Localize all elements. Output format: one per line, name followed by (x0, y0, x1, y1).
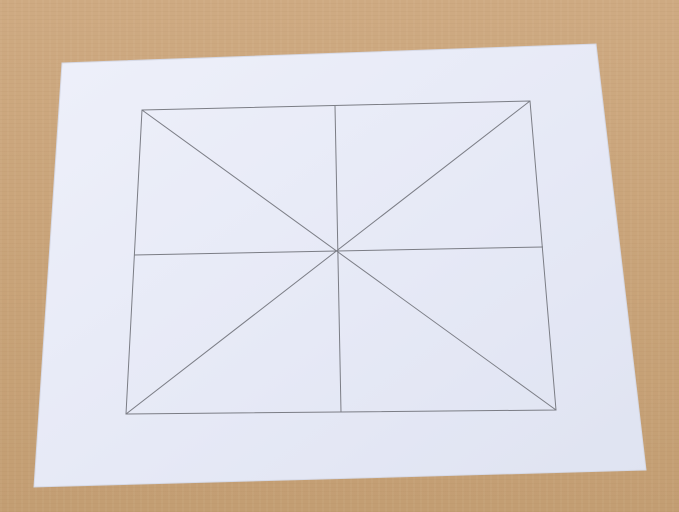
paper-sheet (34, 44, 646, 487)
